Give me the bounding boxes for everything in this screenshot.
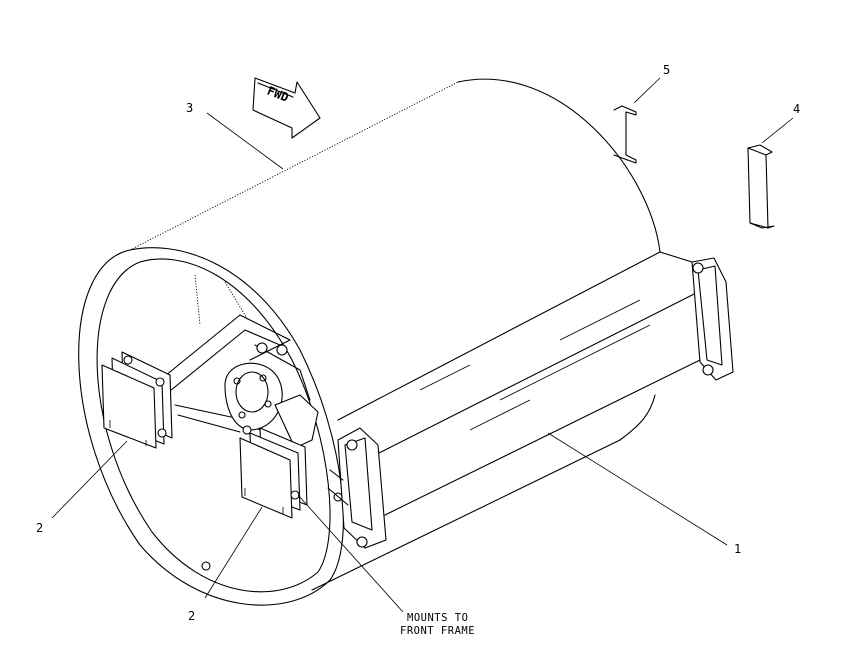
callout-4: 4 <box>793 102 800 116</box>
leader-lines <box>51 77 794 613</box>
callout-1: 1 <box>734 542 741 556</box>
mount-plate-lower <box>239 425 308 519</box>
mounts-note-line1: MOUNTS TO <box>407 612 468 624</box>
fwd-arrow: FWD <box>252 77 321 139</box>
hub-motor <box>224 342 319 449</box>
mounts-note-line2: FRONT FRAME <box>400 625 475 637</box>
clip-item-4 <box>747 144 775 229</box>
scraper-bar <box>327 251 734 549</box>
callout-2-upper: 2 <box>36 521 43 535</box>
drum-shell <box>129 78 661 591</box>
clip-item-5 <box>613 105 637 164</box>
callout-5: 5 <box>663 63 670 77</box>
drain-plug <box>201 561 211 571</box>
drum-front-end-ring <box>78 247 344 606</box>
callout-3: 3 <box>186 101 193 115</box>
mount-plate-upper <box>101 351 173 449</box>
callout-2-lower: 2 <box>188 609 195 623</box>
